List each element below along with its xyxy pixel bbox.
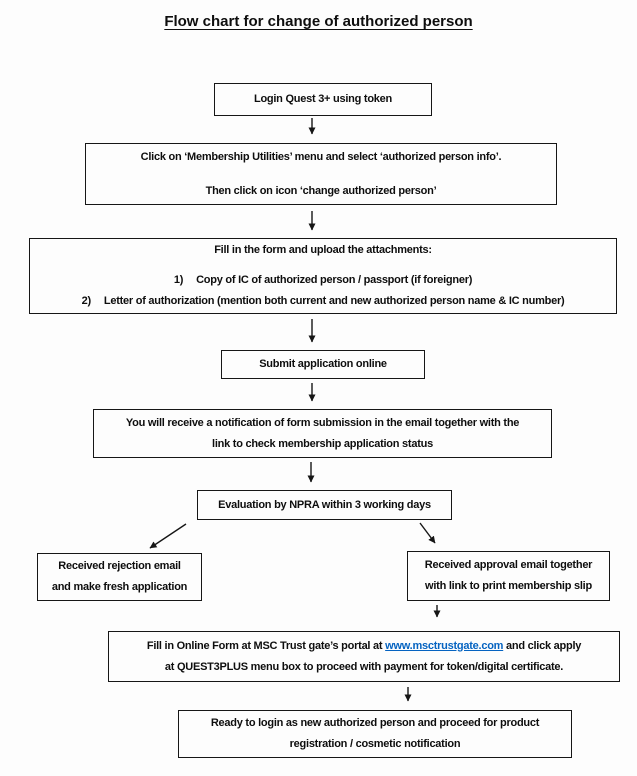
membership-line-1: Click on ‘Membership Utilities’ menu and…: [140, 150, 502, 163]
step-submit-box: Submit application online: [221, 350, 425, 379]
msc-line-1-pre: Fill in Online Form at MSC Trust gate’s …: [146, 639, 386, 652]
branch-approval-box: Received approval email together with li…: [407, 551, 610, 601]
fill-form-item-2: 2) Letter of authorization (mention both …: [82, 291, 565, 312]
step-login-box: Login Quest 3+ using token: [214, 83, 432, 116]
fill-form-item-1: 1) Copy of IC of authorized person / pass…: [173, 270, 473, 291]
step-notification-box: You will receive a notification of form …: [93, 409, 552, 458]
step-fill-form-box: Fill in the form and upload the attachme…: [29, 238, 617, 314]
membership-line-2: Then click on icon ‘change authorized pe…: [205, 184, 437, 197]
fill-form-item-2-text: Letter of authorization (mention both cu…: [103, 295, 565, 307]
notification-line-1: You will receive a notification of form …: [125, 416, 520, 429]
ready-line-2: registration / cosmetic notification: [289, 738, 461, 750]
msctrustgate-link[interactable]: www.msctrustgate.com: [385, 639, 504, 652]
step-evaluation-label: Evaluation by NPRA within 3 working days: [218, 498, 431, 511]
step-membership-utilities-box: Click on ‘Membership Utilities’ menu and…: [85, 143, 557, 205]
arrow-evaluation-to-rejection-icon: [149, 523, 187, 549]
step-login-label: Login Quest 3+ using token: [253, 93, 393, 105]
rejection-line-2: and make fresh application: [51, 581, 188, 593]
fill-form-item-1-text: Copy of IC of authorized person / passpo…: [196, 274, 473, 286]
approval-line-1: Received approval email together: [424, 559, 593, 571]
msc-line-2: at QUEST3PLUS menu box to proceed with p…: [164, 660, 564, 673]
rejection-line-1: Received rejection email: [58, 560, 181, 572]
ready-line-1: Ready to login as new authorized person …: [210, 717, 540, 729]
fill-form-heading: Fill in the form and upload the attachme…: [214, 244, 432, 256]
step-ready-box: Ready to login as new authorized person …: [178, 710, 572, 758]
step-msc-portal-box: Fill in Online Form at MSC Trust gate’s …: [108, 631, 620, 682]
notification-line-2: link to check membership application sta…: [212, 437, 433, 450]
page-title-text: Flow chart for change of authorized pers…: [164, 13, 473, 30]
arrow-evaluation-to-approval-icon: [419, 522, 436, 544]
approval-line-2: with link to print membership slip: [425, 580, 592, 592]
fill-form-item-2-number: 2): [81, 295, 92, 307]
step-submit-label: Submit application online: [259, 358, 387, 370]
msc-line-1-post: and click apply: [503, 639, 582, 652]
page-title: Flow chart for change of authorized pers…: [0, 13, 637, 30]
msc-line-1: Fill in Online Form at MSC Trust gate’s …: [146, 636, 582, 657]
step-evaluation-box: Evaluation by NPRA within 3 working days: [197, 490, 452, 520]
branch-rejection-box: Received rejection email and make fresh …: [37, 553, 202, 601]
fill-form-item-1-number: 1): [173, 274, 184, 286]
